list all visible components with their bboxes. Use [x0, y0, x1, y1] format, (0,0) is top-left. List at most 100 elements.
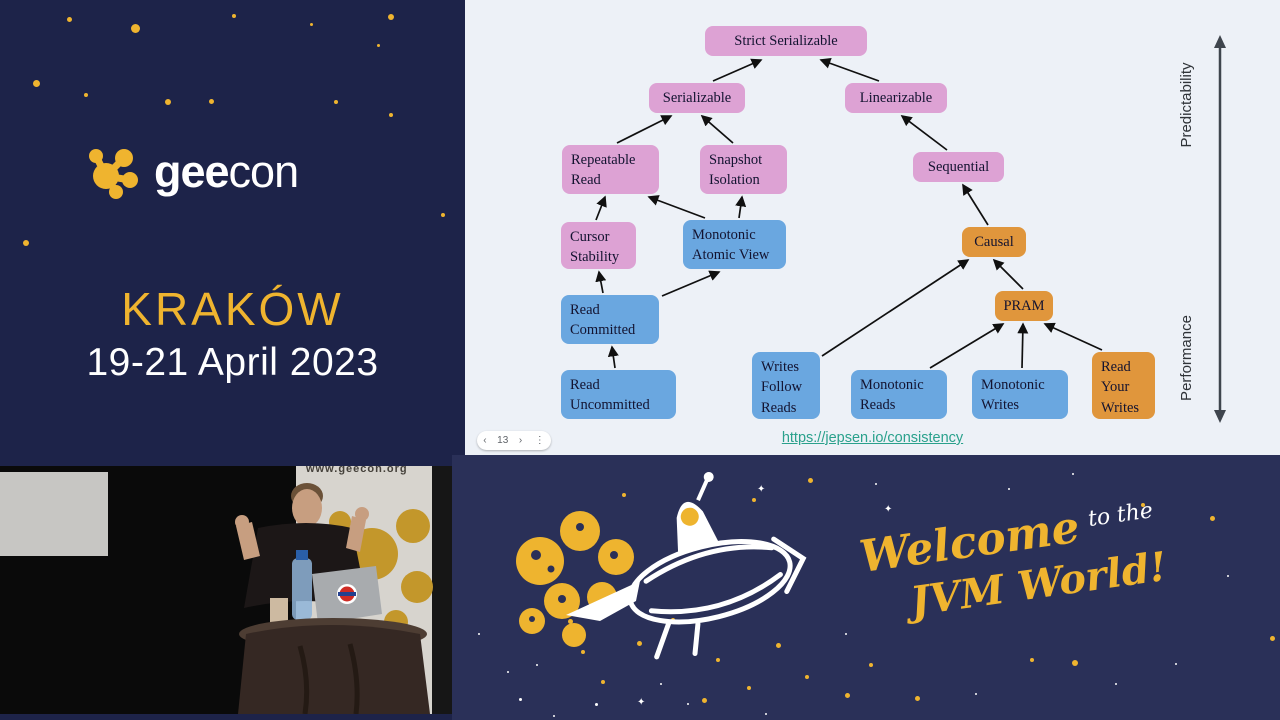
node-serializable: Serializable — [649, 83, 745, 113]
star-dot — [478, 633, 480, 635]
star-dot — [441, 213, 445, 217]
star-dot — [84, 93, 88, 97]
star-dot — [1270, 636, 1275, 641]
asteroid-molecule — [516, 511, 634, 647]
star-dot — [536, 664, 538, 666]
star-dot — [23, 240, 29, 246]
node-linearizable: Linearizable — [845, 83, 947, 113]
star-dot — [209, 99, 214, 104]
star-dot — [388, 14, 394, 20]
logo-text-light: con — [228, 145, 300, 197]
star-dot — [601, 680, 605, 684]
star-dot — [845, 693, 850, 698]
node-strict-serializable: Strict Serializable — [705, 26, 867, 56]
star-dot — [131, 24, 140, 33]
star-dot — [389, 113, 393, 117]
star-dot — [747, 686, 751, 690]
star-dot — [622, 493, 626, 497]
edge-cursor-stability-to-repeatable-read — [595, 195, 607, 221]
star-dot — [702, 698, 707, 703]
edge-monotonic-writes-to-pram — [1017, 322, 1029, 369]
star-dot — [637, 641, 642, 646]
star-dot — [687, 703, 689, 705]
edge-monotonic-atomic-view-to-snapshot-isolation — [735, 195, 747, 219]
node-pram: PRAM — [995, 291, 1053, 321]
star-dot — [553, 715, 555, 717]
rocket-flame — [566, 581, 640, 621]
star-dot — [1210, 516, 1215, 521]
next-slide-button[interactable]: › — [518, 435, 523, 446]
welcome-to-the: to the — [1086, 498, 1155, 533]
star-dot — [915, 696, 920, 701]
star-dot — [776, 643, 781, 648]
speaker-photo-illustration — [0, 466, 452, 715]
edge-linearizable-to-strict-serializable — [819, 58, 880, 82]
edge-repeatable-read-to-serializable — [616, 115, 673, 144]
star-dot — [1175, 663, 1177, 665]
star-dot — [716, 658, 720, 662]
star-dot — [875, 483, 877, 485]
edge-monotonic-reads-to-pram — [929, 323, 1005, 369]
slide-page-number: 13 — [497, 435, 509, 446]
star-dot — [334, 100, 338, 104]
logo-text-bold: gee — [154, 145, 230, 197]
pager-menu-button[interactable]: ⋮ — [534, 435, 545, 446]
banner-url-text: www.geecon.org — [306, 463, 408, 475]
star-dot — [232, 14, 236, 18]
star-dot — [1008, 488, 1010, 490]
axis-arrowhead — [1214, 35, 1226, 48]
star-dot — [568, 619, 573, 624]
jepsen-consistency-link[interactable]: https://jepsen.io/consistency — [781, 430, 964, 446]
star-dot — [310, 23, 313, 26]
star-dot — [595, 703, 598, 706]
edge-monotonic-atomic-view-to-repeatable-read — [647, 195, 706, 219]
slide-pager[interactable]: ‹ 13 › ⋮ — [477, 431, 551, 450]
node-sequential: Sequential — [913, 152, 1004, 182]
coffee-cup — [270, 598, 288, 626]
star-dot — [67, 17, 72, 22]
banner-shadow-edge — [432, 466, 452, 714]
rocket-illustration — [516, 471, 807, 660]
edge-writes-follow-reads-to-causal — [821, 259, 970, 357]
star-dot — [765, 713, 767, 715]
podium-table — [238, 550, 430, 715]
duke-mascot — [676, 471, 719, 553]
rocket-body — [627, 536, 807, 660]
star-dot — [752, 498, 756, 502]
star-dot — [33, 80, 40, 87]
star-dot — [165, 99, 171, 105]
prev-slide-button[interactable]: ‹ — [483, 435, 487, 446]
water-bottle — [292, 558, 312, 620]
star-dot — [660, 683, 662, 685]
axis-arrowhead — [1214, 410, 1226, 423]
sparkle-star: ✦ — [637, 697, 646, 708]
sparkle-star: ✦ — [757, 484, 766, 495]
star-dot — [869, 663, 873, 667]
star-dot — [1141, 503, 1145, 507]
edge-sequential-to-linearizable — [900, 115, 948, 151]
star-dot — [1072, 473, 1074, 475]
edge-snapshot-isolation-to-serializable — [700, 114, 734, 144]
star-dot — [975, 693, 977, 695]
star-dot — [519, 698, 522, 701]
star-dot — [1227, 575, 1229, 577]
star-dot — [1115, 683, 1117, 685]
axis-label-performance: Performance — [1178, 315, 1195, 401]
edge-serializable-to-strict-serializable — [712, 58, 763, 82]
star-dot — [808, 478, 813, 483]
node-causal: Causal — [962, 227, 1026, 257]
geecon-molecule-icon — [89, 149, 138, 199]
